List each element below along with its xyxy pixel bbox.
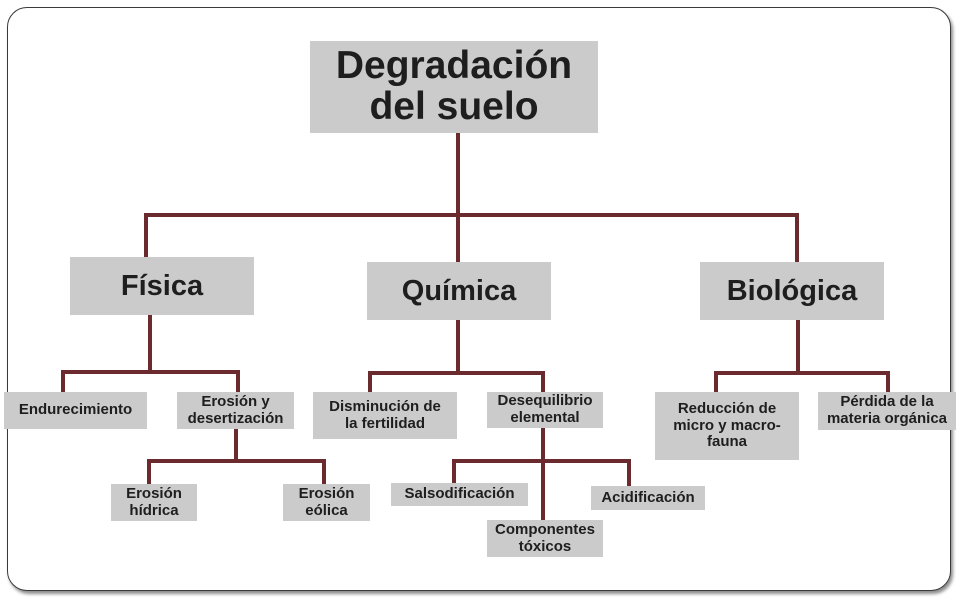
node-erosion-hidrica: Erosión hídrica xyxy=(111,484,197,521)
node-degradacion-del-suelo: Degradación del suelo xyxy=(310,41,598,133)
node-acidificacion: Acidificación xyxy=(591,486,705,510)
node-quimica: Química xyxy=(367,262,551,320)
node-fisica: Física xyxy=(70,257,254,315)
node-disminucion-fertilidad: Disminución de la fertilidad xyxy=(313,392,457,439)
node-desequilibrio-elemental: Desequilibrio elemental xyxy=(487,392,603,428)
node-biologica: Biológica xyxy=(700,262,884,320)
node-erosion-eolica: Erosión eólica xyxy=(283,484,370,521)
node-reduccion-fauna: Reducción de micro y macro- fauna xyxy=(655,392,799,460)
node-perdida-materia-organica: Pérdida de la materia orgánica xyxy=(818,392,956,430)
node-endurecimiento: Endurecimiento xyxy=(4,392,147,429)
node-salsodificacion: Salsodificación xyxy=(391,483,528,506)
node-erosion-desertizacion: Erosión y desertización xyxy=(177,392,294,429)
node-componentes-toxicos: Componentes tóxicos xyxy=(487,520,603,557)
